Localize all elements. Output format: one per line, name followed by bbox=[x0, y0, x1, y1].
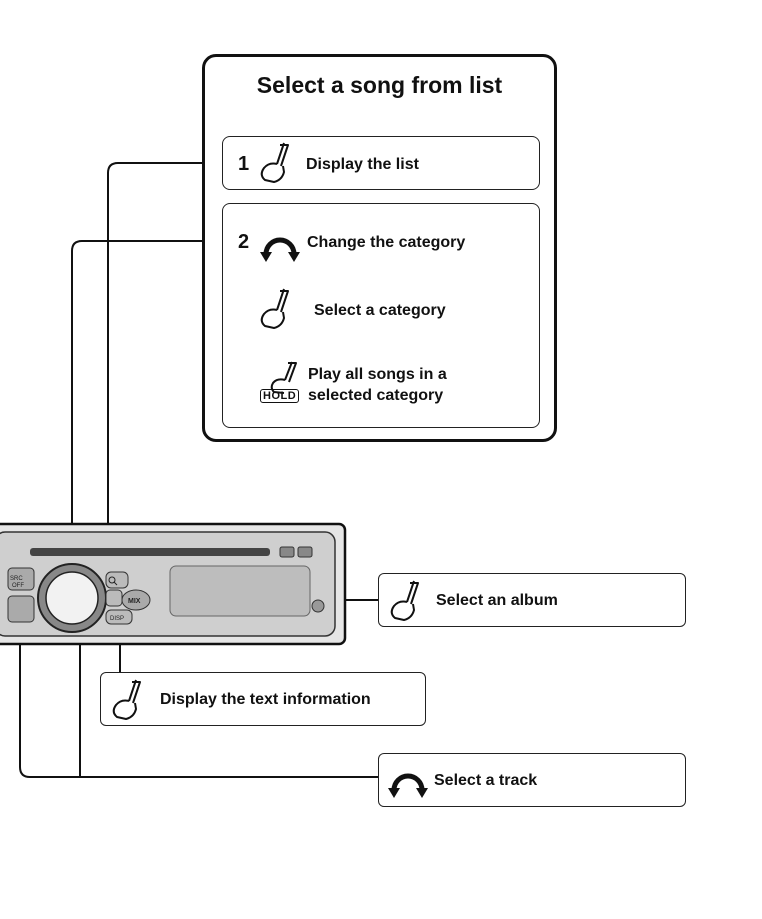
mix-label: MIX bbox=[128, 598, 141, 605]
car-stereo-device: SRC OFF MIX DISP bbox=[0, 522, 347, 646]
detach-button bbox=[297, 546, 313, 558]
search-button bbox=[105, 571, 129, 589]
display-window bbox=[169, 565, 311, 617]
list-button bbox=[105, 589, 123, 607]
aux-jack bbox=[311, 599, 325, 613]
step2-hold-line2: selected category bbox=[308, 387, 444, 404]
step1-label: Display the list bbox=[306, 156, 419, 173]
callout-track bbox=[378, 753, 686, 807]
finger-press-icon-text-info bbox=[112, 679, 141, 720]
finger-press-icon-album bbox=[390, 580, 419, 621]
finger-press-icon bbox=[260, 142, 289, 183]
step2-hold-line1: Play all songs in a bbox=[308, 366, 447, 383]
callout-text-info bbox=[100, 672, 426, 726]
callout-text-info-label: Display the text information bbox=[160, 691, 371, 708]
hold-badge: HOLD bbox=[260, 389, 300, 403]
off-label: OFF bbox=[12, 583, 24, 589]
finger-press-icon-2 bbox=[260, 288, 289, 329]
rotate-knob-icon-track bbox=[388, 773, 428, 798]
disc-slot bbox=[30, 548, 270, 556]
leader-line-step2 bbox=[71, 240, 224, 585]
leader-line-step1 bbox=[107, 162, 224, 580]
src-label: SRC bbox=[10, 576, 23, 582]
callout-album bbox=[378, 573, 686, 627]
rotate-knob-icon bbox=[260, 237, 300, 262]
step2-press-label: Select a category bbox=[314, 302, 446, 319]
band-button bbox=[7, 595, 35, 623]
callout-album-label: Select an album bbox=[436, 592, 558, 609]
disp-label: DISP bbox=[110, 616, 124, 622]
src-button bbox=[7, 567, 35, 591]
step2-number: 2 bbox=[238, 231, 250, 253]
panel-title: Select a song from list bbox=[256, 72, 503, 98]
step2-rotate-label: Change the category bbox=[307, 234, 466, 251]
disp-button bbox=[105, 609, 133, 625]
finger-hold-icon bbox=[270, 361, 297, 394]
step1-number: 1 bbox=[238, 153, 250, 175]
eject-button bbox=[279, 546, 295, 558]
callout-track-label: Select a track bbox=[434, 772, 538, 789]
leader-line-track-side bbox=[19, 605, 378, 778]
rotary-knob bbox=[45, 571, 99, 625]
